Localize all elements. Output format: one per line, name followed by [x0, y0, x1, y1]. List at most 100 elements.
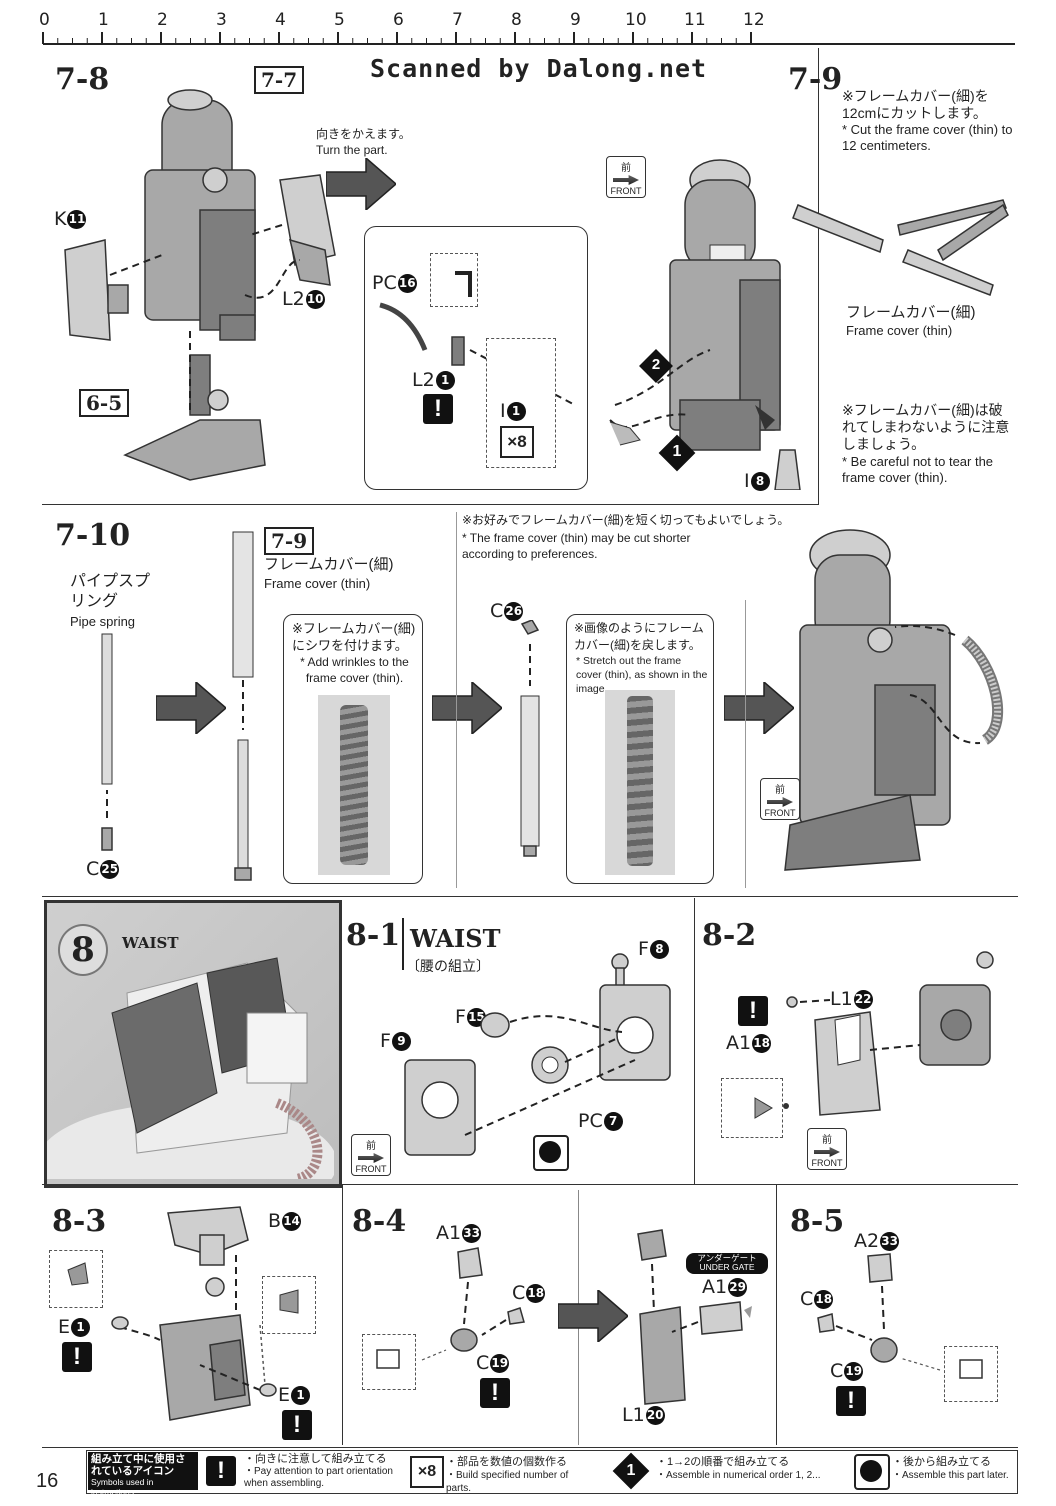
turn-arrow — [326, 158, 396, 210]
waist-photo — [47, 957, 334, 1179]
figure-7-10-result — [784, 529, 1004, 871]
frame-cover-figure — [792, 199, 1009, 296]
figure-8-5 — [817, 1253, 983, 1379]
cover-label-jp: フレームカバー(細) — [264, 556, 394, 573]
bottom-row-border — [42, 1184, 1018, 1448]
ruler-scale — [42, 32, 1015, 45]
figure-8-4-b — [637, 1229, 752, 1405]
legend-item-2: ・1→2の順番で組み立てる ・Assemble in numerical ord… — [656, 1456, 821, 1481]
step-title-8-3: 8-3 — [52, 1204, 107, 1239]
order-marker-1-label: 1 — [672, 443, 682, 460]
wrinkle-photo — [318, 695, 390, 875]
ruler-number: 2 — [157, 10, 168, 30]
figure-7-8-side — [609, 159, 801, 490]
pipe-spring-label-en: Pipe spring — [70, 614, 136, 629]
step-title-8-5: 8-5 — [790, 1204, 845, 1239]
legend-title: 組み立て中に使用されているアイコン Symbols used in instru… — [88, 1452, 198, 1497]
panel-8-1 — [338, 898, 695, 1184]
ruler-number: 7 — [452, 10, 463, 30]
ref-6-5: 6-5 — [79, 389, 130, 417]
count-icon: ×8 — [500, 426, 534, 458]
frame-cover-label-jp: フレームカバー(細) — [846, 304, 976, 321]
step-title-8-2: 8-2 — [702, 918, 757, 953]
note-cut-jp: ※フレームカバー(細)を12cmにカットします。 — [842, 88, 989, 121]
arrow-7-10-c — [724, 682, 794, 734]
figure-8-2 — [754, 951, 994, 1119]
legend-later-icon — [854, 1454, 890, 1490]
arrow-8-4 — [558, 1290, 628, 1342]
note-shorter-jp: ※お好みでフレームカバー(細)を短く切ってもよいでしょう。 — [462, 513, 790, 527]
arrow-7-10-a — [156, 682, 226, 734]
orientation-warning-icon-8-3-b: ! — [282, 1410, 312, 1440]
under-gate-jp: アンダーゲート — [697, 1253, 757, 1263]
note-shorter-en: * The frame cover (thin) may be cut shor… — [462, 531, 691, 561]
ruler-number: 4 — [275, 10, 286, 30]
orientation-warning-icon-8-5: ! — [836, 1386, 866, 1416]
ruler-number: 9 — [570, 10, 581, 30]
legend-count-icon: ×8 — [410, 1456, 444, 1488]
legend-item-1: ・部品を数値の個数作る ・Build specified number of p… — [446, 1456, 569, 1494]
legend-title-jp: 組み立て中に使用されているアイコン — [91, 1453, 186, 1477]
step-8-1-divider — [402, 918, 404, 970]
ruler-number: 1 — [98, 10, 109, 30]
ruler — [40, 0, 1020, 48]
waist-heading-jp: 〔腰の組立〕 — [406, 958, 490, 974]
legend-bar — [86, 1450, 1018, 1494]
arrow-7-10-b — [432, 682, 502, 734]
detail-box-8-3-b — [262, 1276, 316, 1334]
legend-order-icon-label: 1 — [626, 1462, 636, 1479]
pipe-spring-figure — [101, 633, 113, 851]
step-title-7-10: 7-10 — [55, 518, 131, 553]
panel-divider-7-10 — [456, 512, 457, 888]
step-title-8-4: 8-4 — [352, 1204, 407, 1239]
divider-8-3 — [342, 1185, 343, 1445]
watermark: Scanned by Dalong.net — [370, 54, 708, 83]
wrinkle-note-jp: ※フレームカバー(細)にシワを付けます。 — [292, 621, 416, 653]
panel-divider-7-10-b — [745, 600, 746, 888]
wrinkle-note-en: * Add wrinkles to the frame cover (thin)… — [300, 655, 409, 685]
figure-8-1 — [404, 953, 671, 1156]
assemble-later-icon — [533, 1135, 569, 1171]
legend-item-3: ・後から組み立てる ・Assemble this part later. — [892, 1456, 1009, 1481]
stretch-box — [566, 614, 714, 884]
ruler-number: 11 — [684, 10, 706, 30]
panel-7-10 — [42, 504, 1018, 897]
figure-7-8-body — [64, 89, 336, 481]
under-gate-badge: アンダーゲート UNDER GATE — [686, 1253, 768, 1274]
orientation-warning-icon-8-4: ! — [480, 1378, 510, 1408]
legend-item-0: ・向きに注意して組み立てる ・Pay attention to part ori… — [244, 1453, 393, 1489]
orientation-warning-icon-8-3-a: ! — [62, 1342, 92, 1372]
cover-spring-figure — [232, 531, 254, 881]
ruler-number: 8 — [511, 10, 522, 30]
note-cut-en: * Cut the frame cover (thin) to 12 centi… — [842, 122, 1013, 153]
step-title-7-9: 7-9 — [788, 62, 843, 97]
figure-8-4-a — [376, 1247, 525, 1369]
stretch-note-en: * Stretch out the frame cover (thin), as… — [576, 655, 708, 695]
step-8-subtitle: WAIST — [122, 934, 179, 952]
ref-7-9: 7-9 — [264, 527, 315, 555]
ref-7-7: 7-7 — [254, 66, 305, 94]
turn-note-jp: 向きをかえます。 — [316, 127, 411, 141]
